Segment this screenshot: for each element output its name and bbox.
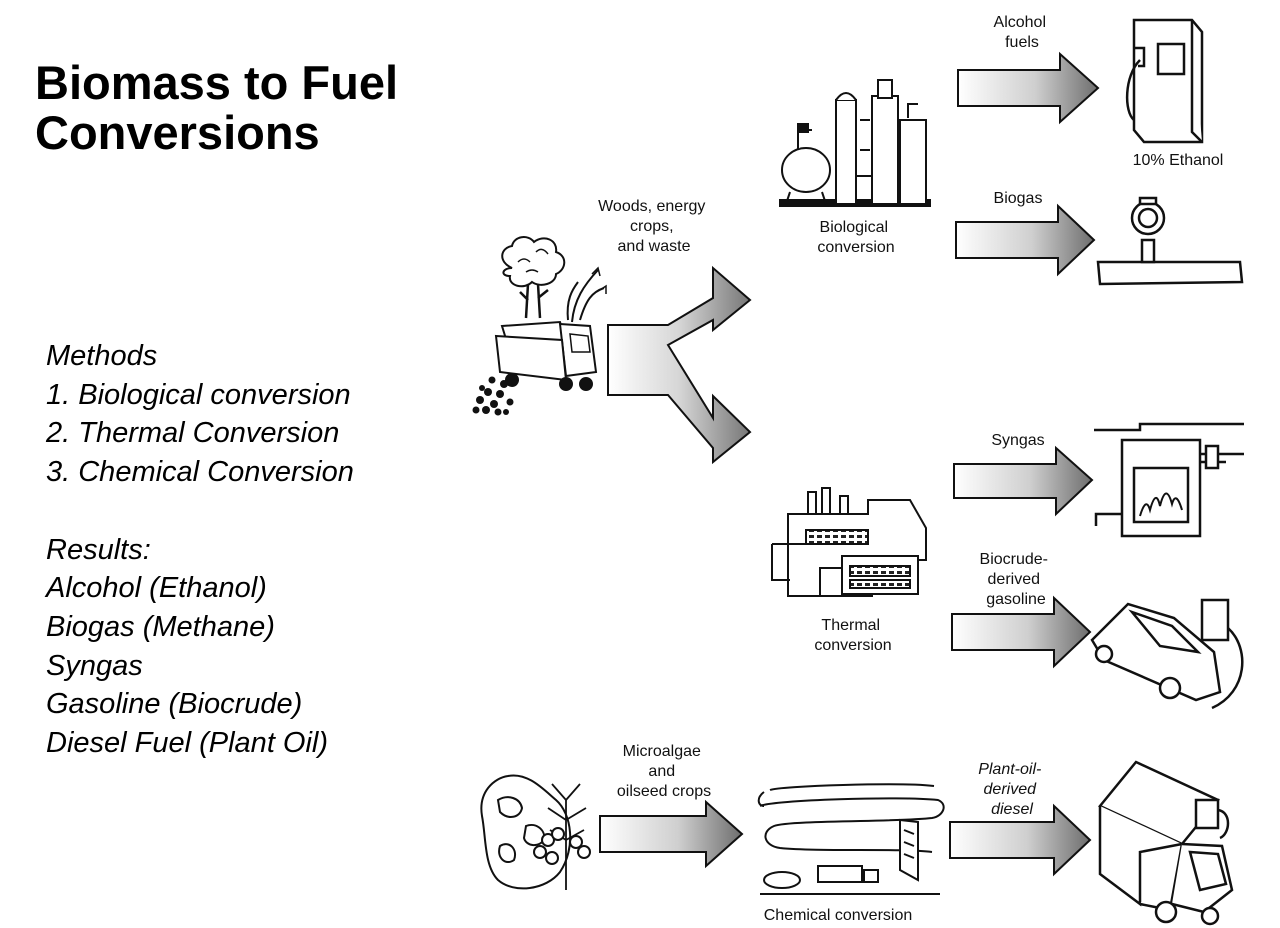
alcohol-fuels-arrow [957,51,1100,125]
biological-label-line-2: conversion [817,239,894,256]
methods-heading: Methods [46,340,158,372]
result-item-syngas: Syngas [46,649,143,682]
plantoil-label-line-3: diesel [991,801,1033,818]
biological-label-line-1: Biological [820,219,888,236]
biocrude-label-line-3: gasoline [986,591,1046,608]
methods-results-list: Methods 1. Biological conversion 2. Ther… [46,337,354,763]
result-item-gasoline: Gasoline (Biocrude) [46,688,303,721]
syngas-label: Syngas [991,432,1044,449]
biocrude-gasoline-label: Biocrude- derived gasoline [980,551,1053,608]
source-label: Woods, energy crops, and waste [598,198,710,255]
microalgae-label-line-3: oilseed crops [617,783,711,800]
plant-oil-arrow [949,803,1092,877]
thermal-conversion-label: Thermal conversion [814,617,891,654]
thermal-plant-illustration [771,487,927,597]
chemical-conversion-label: Chemical conversion [764,907,913,924]
method-item-thermal: 2. Thermal Conversion [46,417,340,450]
thermal-label-line-1: Thermal [821,617,880,634]
biocrude-label-line-1: Biocrude- [980,551,1048,568]
biological-conversion-label: Biological conversion [817,219,894,256]
syngas-arrow [953,445,1094,517]
biogas-arrow [955,203,1096,277]
method-item-chemical: 3. Chemical Conversion [46,456,354,489]
plantoil-label-line-1: Plant-oil- [978,761,1041,778]
microalgae-label: Microalgae and oilseed crops [617,743,711,800]
result-item-diesel: Diesel Fuel (Plant Oil) [46,727,329,760]
split-arrow [607,265,752,465]
car-icon [1090,598,1244,710]
furnace-icon [1094,422,1244,538]
title-line-1: Biomass to Fuel [35,56,399,109]
microalgae-label-line-1: Microalgae [623,743,701,760]
result-item-alcohol: Alcohol (Ethanol) [46,572,267,605]
title-line-2: Conversions [35,106,320,159]
gas-meter-icon [1096,196,1244,286]
microalgae-arrow [599,799,744,869]
microalgae-label-line-2: and [648,763,675,780]
page-title: Biomass to Fuel Conversions [35,58,398,158]
truck-icon [1098,760,1234,926]
alcohol-label-line-2: fuels [1005,34,1039,51]
alcohol-label-line-1: Alcohol [994,14,1046,31]
results-heading: Results: [46,533,151,566]
biocrude-label-line-2: derived [988,571,1040,588]
method-item-biological: 1. Biological conversion [46,378,351,411]
source-label-line-1: Woods, energy [598,198,705,215]
biogas-label: Biogas [994,190,1043,207]
plant-oil-diesel-label: Plant-oil- derived diesel [978,761,1046,818]
source-label-line-2: crops, [630,218,674,235]
biocrude-arrow [951,595,1092,669]
source-label-line-3: and waste [618,238,691,255]
thermal-label-line-2: conversion [814,637,891,654]
result-item-biogas: Biogas (Methane) [46,610,275,643]
ethanol-label: 10% Ethanol [1133,152,1224,169]
fuel-pump-icon [1125,18,1204,144]
plantoil-label-line-2: derived [984,781,1038,798]
alcohol-fuels-label: Alcohol fuels [994,14,1051,51]
biomass-source-illustration [472,236,607,416]
biological-plant-illustration [779,79,931,207]
microalgae-illustration [480,774,591,890]
chemical-plant-illustration [757,783,945,895]
